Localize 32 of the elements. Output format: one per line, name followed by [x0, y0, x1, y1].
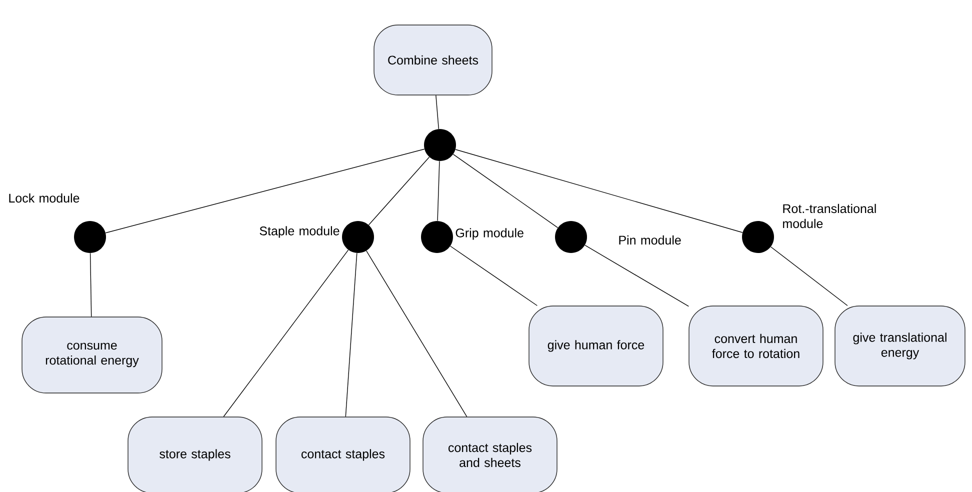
connector-line: [455, 149, 743, 233]
junction-dot: [74, 220, 106, 253]
module-label: Rot.-translational module: [783, 204, 876, 228]
module-label: Grip module: [456, 228, 524, 240]
process-box: contact staples: [276, 416, 410, 492]
process-box: consume rotational energy: [22, 316, 162, 394]
process-box: contact staples and sheets: [422, 416, 558, 492]
junction-dot: [342, 220, 374, 253]
junction-dot: [555, 220, 587, 253]
connector-line: [584, 244, 689, 307]
connector-line: [366, 250, 468, 417]
connector-line: [90, 252, 92, 317]
connector-line: [450, 246, 538, 306]
module-label: Lock module: [9, 193, 80, 203]
connector-line: [452, 154, 558, 228]
connector-line: [368, 156, 430, 226]
module-label: Pin module: [619, 235, 681, 245]
connector-line: [345, 252, 358, 417]
junction-dot: [742, 220, 774, 253]
connector-line: [436, 95, 440, 130]
module-label: Staple module: [260, 226, 340, 238]
connector-line: [437, 160, 440, 222]
process-box: store staples: [128, 416, 262, 492]
process-box: give translational energy: [834, 306, 966, 386]
connector-line: [223, 250, 349, 417]
process-box: give human force: [528, 306, 664, 386]
junction-dot: [421, 220, 453, 253]
connector-line: [105, 148, 425, 234]
process-box: Combine sheets: [374, 24, 492, 96]
connector-line: [770, 246, 848, 306]
process-box: convert human force to rotation: [688, 306, 824, 386]
junction-dot: [424, 129, 456, 161]
